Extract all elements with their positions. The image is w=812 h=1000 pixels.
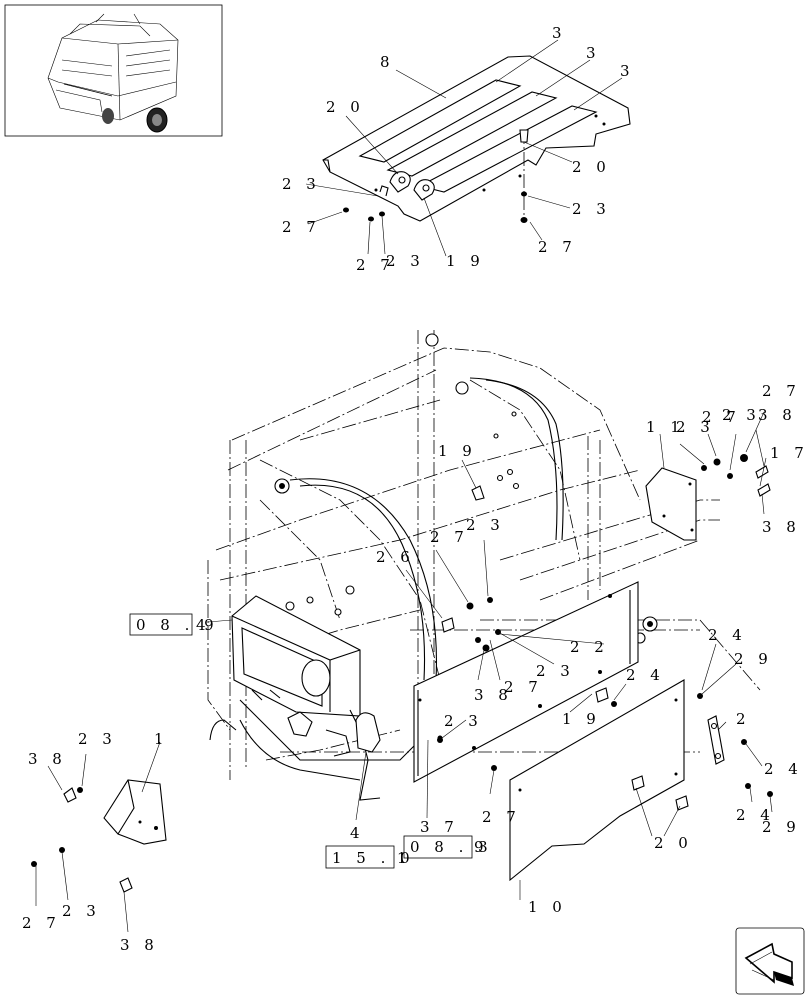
side-shield-1-drawing (103, 779, 167, 845)
callout-3-b: 3 (586, 44, 601, 62)
ref-link-0894-suffix: 4 (196, 616, 211, 634)
ref-link-0839-label: 0 8 . 3 (410, 838, 493, 856)
callout-23-a: 2 3 (282, 175, 321, 193)
callout-10: 1 0 (528, 898, 567, 916)
callout-26: 2 6 (376, 548, 415, 566)
callout-8: 8 (380, 53, 395, 71)
callout-11: 1 1 (646, 418, 685, 436)
hardware-drawing (31, 454, 773, 893)
callout-20-a: 2 0 (326, 98, 365, 116)
callout-23-i: 2 3 (78, 730, 117, 748)
ref-link-1501-label: 1 5 . 0 (332, 849, 415, 867)
callout-37: 3 7 (420, 818, 459, 836)
ref-link-0839-suffix: 9 (474, 838, 489, 856)
long-panel-drawing (413, 581, 639, 783)
side-shield-11-drawing (645, 467, 697, 541)
box-assembly-drawing (209, 595, 441, 801)
callout-3-a: 3 (552, 24, 567, 42)
callout-29-b: 2 9 (762, 818, 801, 836)
callout-20-b: 2 0 (572, 158, 611, 176)
top-leader-lines (305, 39, 623, 257)
callout-23-j: 2 3 (62, 902, 101, 920)
next-page-arrow-icon[interactable] (735, 927, 805, 995)
callout-24-c: 2 4 (764, 760, 803, 778)
callout-3-c: 3 (620, 62, 635, 80)
callout-23-e: 2 3 (722, 406, 761, 424)
callout-19-c: 1 9 (562, 710, 601, 728)
callout-19-b: 1 9 (438, 442, 477, 460)
ref-link-1501[interactable]: 1 5 . 0 1 (325, 845, 415, 869)
callout-19-a: 1 9 (446, 252, 485, 270)
callout-38-d: 3 8 (28, 750, 67, 768)
lower-leader-lines (35, 411, 773, 933)
callout-38-c: 3 8 (474, 686, 513, 704)
baler-thumbnail-icon[interactable] (4, 4, 223, 137)
callout-38-e: 3 8 (120, 936, 159, 954)
callout-27-f: 2 7 (430, 528, 469, 546)
callout-27-e: 2 7 (762, 382, 801, 400)
callout-23-h: 2 3 (444, 712, 483, 730)
callout-23-b: 2 3 (386, 252, 425, 270)
lower-panel-drawing (509, 679, 685, 882)
callout-27-i: 2 7 (482, 808, 521, 826)
callout-27-b: 2 7 (356, 256, 395, 274)
callout-20-c: 2 0 (654, 834, 693, 852)
baler-frame-drawing (207, 330, 761, 780)
callout-27-c: 2 7 (538, 238, 577, 256)
callout-29-a: 2 9 (734, 650, 773, 668)
ref-link-0894[interactable]: 0 8 . 9 4 (129, 613, 219, 636)
callout-17: 1 7 (770, 444, 809, 462)
callout-2: 2 (736, 710, 751, 728)
callout-23-d: 2 3 (676, 418, 715, 436)
callout-27-h: 2 7 (22, 914, 61, 932)
callout-24-d: 2 4 (736, 806, 775, 824)
top-panel-drawing (322, 55, 631, 223)
callout-24-b: 2 4 (626, 666, 665, 684)
callout-27-d: 2 7 (702, 408, 741, 426)
callout-23-c: 2 3 (572, 200, 611, 218)
callout-1: 1 (154, 730, 169, 748)
callout-23-f: 2 3 (466, 516, 505, 534)
ref-link-0839[interactable]: 0 8 . 3 9 (403, 835, 493, 859)
ref-link-0894-label: 0 8 . 9 (136, 616, 219, 634)
ref-link-1501-suffix: 1 (397, 849, 412, 867)
bracket-2-drawing (707, 715, 725, 765)
callout-27-g: 2 7 (504, 678, 543, 696)
callout-24-a: 2 4 (708, 626, 747, 644)
callout-4: 4 (350, 824, 365, 842)
callout-23-g: 2 3 (536, 662, 575, 680)
callout-38-a: 3 8 (758, 406, 797, 424)
callout-22: 2 2 (570, 638, 609, 656)
callout-38-b: 3 8 (762, 518, 801, 536)
callout-27-a: 2 7 (282, 218, 321, 236)
